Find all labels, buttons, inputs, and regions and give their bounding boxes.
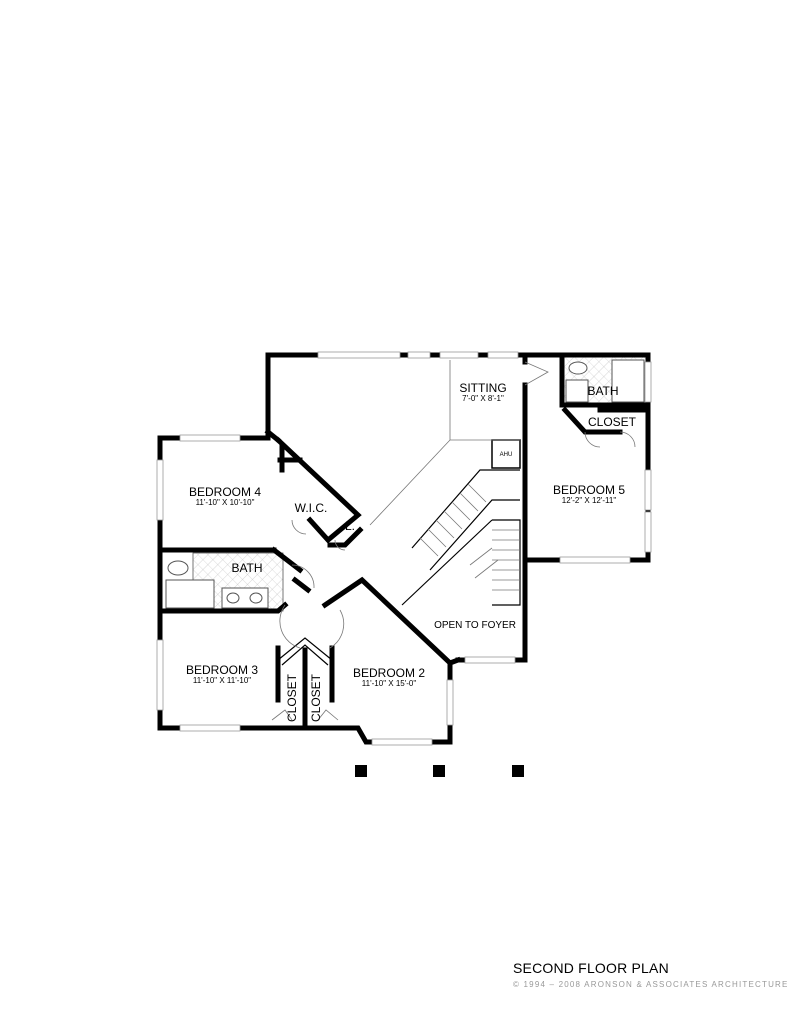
bedroom4-label: BEDROOM 4: [189, 485, 261, 499]
bedroom2-label: BEDROOM 2: [353, 666, 425, 680]
wic-label: W.I.C.: [295, 501, 328, 515]
plan-title: SECOND FLOOR PLAN: [513, 960, 669, 976]
copyright-notice: © 1994 – 2008 ARONSON & ASSOCIATES ARCHI…: [513, 980, 789, 989]
closet-a-label: CLOSET: [285, 673, 299, 722]
bath-fixtures: [165, 359, 645, 609]
linen-label: L.: [345, 519, 355, 533]
bedroom3-label: BEDROOM 3: [186, 663, 258, 677]
staircase: [401, 439, 521, 606]
open-foyer-label: OPEN TO FOYER: [434, 620, 516, 631]
sitting-size: 7'-0" X 8'-1": [462, 394, 504, 403]
closet-top-label: CLOSET: [588, 415, 637, 429]
closet-b-label: CLOSET: [309, 673, 323, 722]
interior-walls: [157, 352, 651, 731]
bath-top-label: BATH: [587, 384, 618, 398]
windows: [156, 351, 652, 746]
bedroom4-size: 11'-10" X 10'-10": [196, 498, 255, 507]
bedroom5-label: BEDROOM 5: [553, 483, 625, 497]
sitting-door-swing: [524, 361, 549, 386]
porch-posts: [355, 765, 524, 777]
door-swings: [271, 431, 636, 721]
bath-left-label: BATH: [231, 561, 262, 575]
sitting-outline: [369, 360, 451, 526]
sitting-label: SITTING: [459, 381, 506, 395]
bedroom2-size: 11'-10" X 15'-0": [362, 679, 417, 688]
bedroom5-size: 12'-2" X 12'-11": [562, 496, 617, 505]
ahu-label: AHU: [500, 452, 513, 458]
bedroom3-size: 11'-10" X 11'-10": [193, 676, 251, 685]
